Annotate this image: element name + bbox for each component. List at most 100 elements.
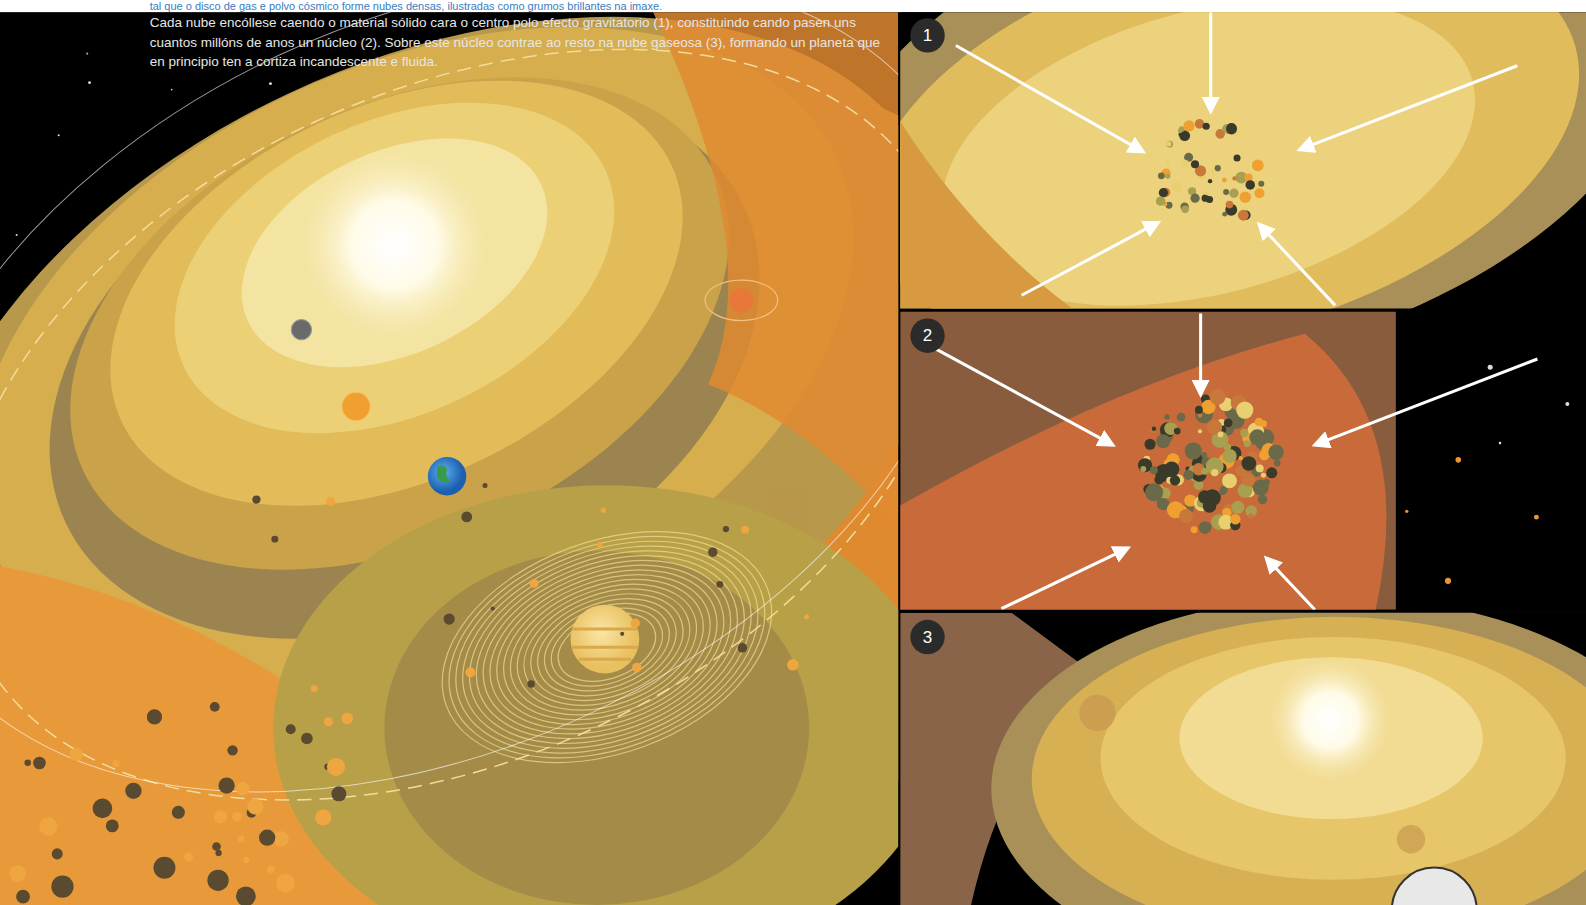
star <box>16 234 18 236</box>
ring-line <box>451 522 763 773</box>
asteroid <box>247 799 263 815</box>
dust-grain <box>1245 173 1253 181</box>
star <box>58 134 60 136</box>
ring-line <box>492 555 723 740</box>
asteroid <box>301 733 313 745</box>
dust-grain <box>1223 189 1229 195</box>
ring-line <box>475 542 738 753</box>
asteroid <box>70 748 83 761</box>
ring-line <box>434 509 779 786</box>
asteroid <box>236 782 250 796</box>
dust-grain <box>1156 434 1170 448</box>
asteroid <box>326 497 335 506</box>
asteroid <box>9 865 26 882</box>
dust-grain <box>1249 429 1265 445</box>
star <box>269 82 272 85</box>
dust-grain <box>1172 182 1182 192</box>
dust-grain <box>1248 513 1253 518</box>
dust-grain <box>1239 456 1243 460</box>
asteroid <box>271 536 278 543</box>
callout-discs <box>910 18 944 654</box>
asteroid <box>491 607 495 611</box>
ring-line <box>410 489 804 805</box>
dust-grain <box>1218 432 1224 438</box>
asteroid <box>741 526 749 534</box>
dust-grain <box>1185 442 1202 459</box>
asteroid <box>33 757 46 770</box>
dust-grain <box>1140 466 1146 472</box>
panel-collapse <box>900 12 1586 308</box>
dust-grain <box>1222 212 1227 217</box>
asteroid <box>311 685 318 692</box>
asteroid <box>444 613 455 624</box>
dust-grain <box>1164 414 1169 419</box>
dust-grain <box>1258 495 1268 505</box>
asteroid <box>259 830 275 846</box>
dust-grain <box>1215 165 1221 171</box>
asteroid <box>112 760 119 767</box>
asteroid <box>214 810 227 823</box>
dust-grain <box>1236 402 1253 419</box>
star <box>88 81 91 84</box>
dust-grain <box>1145 483 1163 501</box>
dust-grain <box>1209 389 1225 405</box>
asteroid <box>232 812 242 822</box>
panel-nucleus <box>900 311 1537 609</box>
dust-grain <box>1244 440 1251 447</box>
dust-grain <box>1255 418 1264 427</box>
dust-grain <box>1166 141 1173 148</box>
dust-grain <box>1268 444 1284 460</box>
dust-grain <box>1191 160 1199 168</box>
description-text: Cada nube encóllese caendo o material só… <box>150 13 895 72</box>
dust-grain <box>1263 479 1270 486</box>
dust-grain <box>1198 429 1202 433</box>
asteroid <box>530 579 539 588</box>
asteroid <box>738 643 748 653</box>
dust-grain <box>1154 475 1164 485</box>
asteroid <box>227 745 237 755</box>
asteroid <box>153 857 175 879</box>
dust-grain <box>1174 428 1181 435</box>
asteroid <box>210 702 220 712</box>
intro-line: tal que o disco de gas e polvo cósmico f… <box>150 0 910 12</box>
asteroid <box>125 783 141 799</box>
dust-grain <box>1198 413 1203 418</box>
ring-line <box>508 568 706 727</box>
dust-grain <box>1183 120 1194 131</box>
asteroid <box>483 483 488 488</box>
dust-grain <box>1252 160 1264 172</box>
asteroid <box>601 507 606 512</box>
dust-grain <box>1202 194 1209 201</box>
asteroid <box>39 817 57 835</box>
panel-planet <box>900 613 1586 905</box>
asteroid <box>207 870 228 891</box>
dust-grain <box>1195 406 1203 414</box>
asteroid <box>787 659 799 671</box>
star <box>1534 515 1539 520</box>
dust-grain <box>1184 470 1194 480</box>
ring-line <box>426 502 787 792</box>
asteroid <box>723 526 729 532</box>
dust-grain <box>1156 196 1165 205</box>
dust-grain <box>1178 129 1182 133</box>
asteroid <box>51 875 73 897</box>
dust-grain <box>1245 180 1255 190</box>
dust-grain <box>1198 490 1211 503</box>
ring-line <box>524 581 689 714</box>
dust-grain <box>1179 509 1193 523</box>
asteroid <box>172 806 185 819</box>
asteroid <box>465 667 475 677</box>
dust-grain <box>1240 429 1248 437</box>
dust-grain <box>1238 210 1249 221</box>
dust-grain <box>1229 189 1238 198</box>
asteroid <box>218 777 234 793</box>
dust-grain <box>1181 206 1188 213</box>
dust-grain <box>1261 473 1266 478</box>
ring-line <box>418 496 795 799</box>
asteroid <box>238 835 245 842</box>
asteroid <box>273 831 288 846</box>
dust-grain <box>1166 141 1171 146</box>
asteroid <box>341 713 353 725</box>
ring-line <box>443 515 772 779</box>
